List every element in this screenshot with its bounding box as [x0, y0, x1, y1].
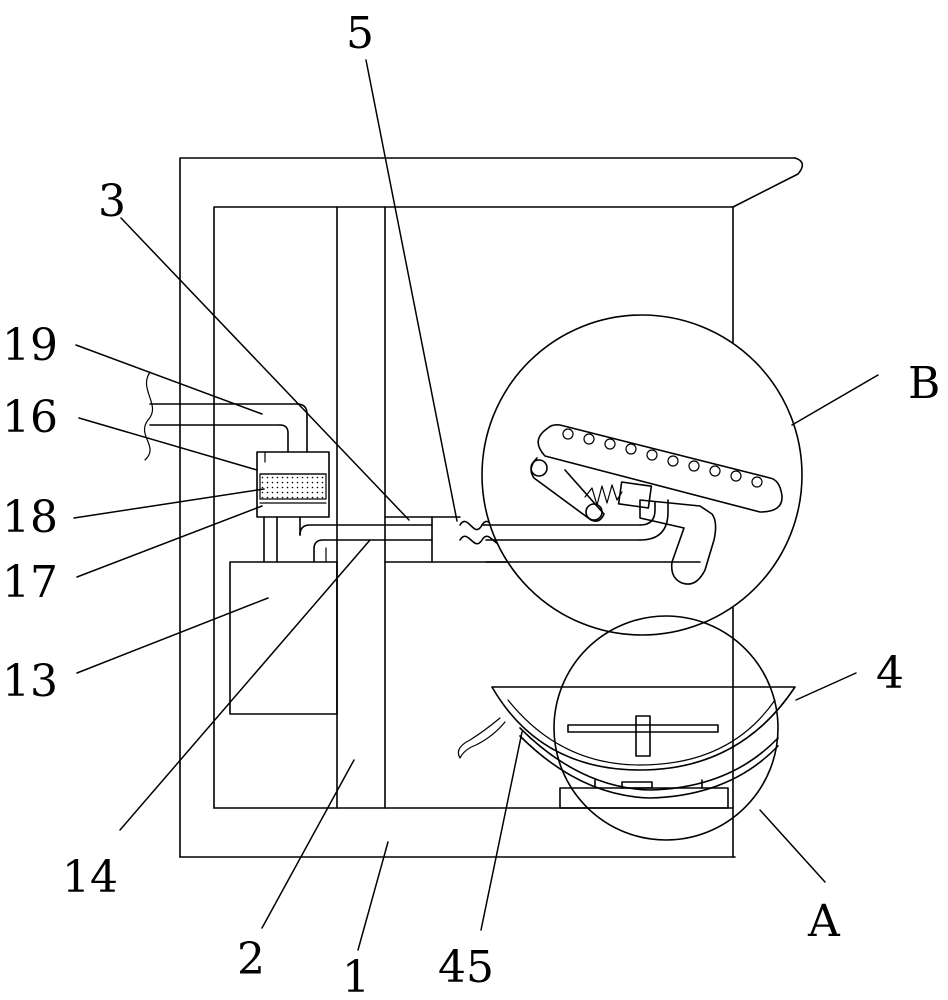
filter-assembly: [256, 451, 330, 518]
label-3: 3: [98, 176, 126, 227]
label-45: 45: [438, 942, 494, 993]
label-5: 5: [346, 8, 374, 59]
detail-circle-a: [553, 615, 779, 841]
leader-lines: [73, 59, 879, 951]
filter-down-pipes: [263, 516, 301, 563]
detail-circle-b: [481, 314, 803, 636]
label-1: 1: [342, 952, 370, 1000]
label-13: 13: [2, 656, 58, 707]
label-4: 4: [876, 648, 904, 699]
power-cable: [457, 717, 506, 759]
basin: [491, 686, 796, 799]
label-16: 16: [2, 392, 58, 443]
filter-medium: [259, 473, 327, 500]
label-a: A: [807, 896, 841, 947]
label-17: 17: [2, 557, 58, 608]
label-b: B: [908, 358, 940, 409]
tank-box: [229, 561, 338, 715]
label-19: 19: [2, 320, 58, 371]
outlet-pipe: [299, 524, 433, 563]
inlet-pipe: [143, 371, 308, 461]
reference-labels: 5 3 19 16 18 17 13 14 2 1 45 A 4 B: [2, 8, 940, 1000]
nozzle-row: [562, 428, 763, 488]
outer-housing: [179, 157, 804, 858]
label-18: 18: [2, 492, 58, 543]
label-14: 14: [62, 852, 118, 903]
label-2: 2: [237, 934, 265, 985]
central-column: [336, 206, 386, 809]
